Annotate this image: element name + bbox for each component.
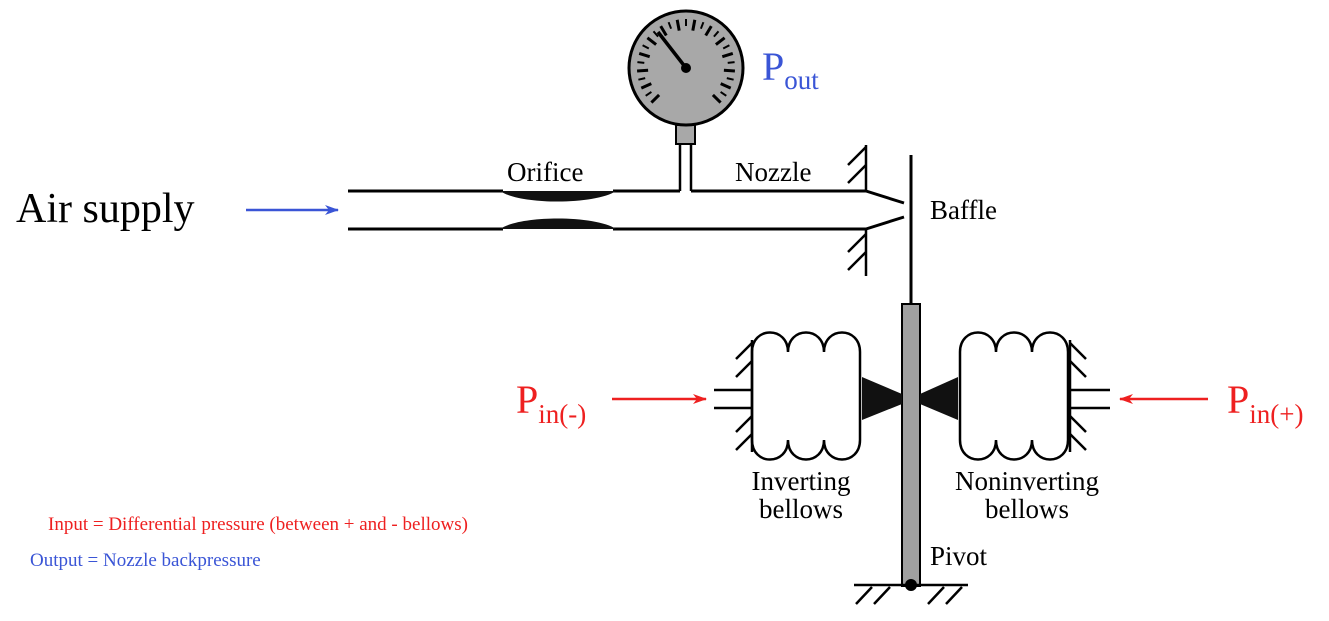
gauge-tick [659, 25, 668, 37]
nozzle-label: Nozzle [735, 157, 811, 187]
inverting-bellows-label-2: bellows [759, 494, 843, 524]
gauge-tick [714, 36, 726, 46]
orifice [500, 191, 616, 229]
supply-pipe [348, 189, 905, 231]
input-note: Input = Differential pressure (between +… [48, 514, 468, 535]
gauge-tick [638, 77, 646, 81]
gauge-tick [691, 19, 697, 31]
gauge-tick [720, 82, 732, 90]
gauge-tap [678, 144, 693, 191]
lever-arm [901, 303, 921, 587]
gauge-tick [721, 51, 734, 59]
air-supply-label: Air supply [16, 186, 195, 232]
pivot [854, 579, 968, 605]
gauge-needle [656, 30, 688, 70]
noninverting-bellows [958, 331, 1110, 461]
noninverting-bellows-link [920, 377, 958, 420]
gauge-tick [650, 93, 661, 104]
nozzle-mount [847, 145, 868, 276]
p-in-plus-label: Pin(+) [1227, 377, 1303, 429]
gauge-tick [711, 93, 722, 104]
gauge-tick [675, 19, 681, 31]
p-in-minus-label: Pin(-) [516, 377, 586, 429]
noninverting-bellows-label-2: bellows [985, 494, 1069, 524]
orifice-label: Orifice [507, 157, 583, 187]
noninverting-bellows-label-1: Noninverting [955, 466, 1099, 496]
gauge-tick [638, 51, 651, 59]
gauge-tick [652, 30, 659, 38]
gauge-tick [722, 44, 730, 50]
inverting-bellows-label-1: Inverting [752, 466, 851, 496]
gauge-tick [727, 61, 735, 64]
p-out-label: Pout [762, 44, 819, 95]
gauge-tick [645, 91, 652, 97]
output-note: Output = Nozzle backpressure [30, 550, 261, 571]
gauge-tick [642, 44, 650, 50]
gauge-tick [637, 61, 645, 64]
gauge-tick [667, 21, 673, 30]
gauge-tick [704, 25, 713, 37]
gauge-tick [726, 77, 734, 81]
pivot-label: Pivot [930, 541, 988, 571]
inverting-bellows-link [862, 377, 902, 420]
gauge-tick [713, 30, 720, 38]
inverting-bellows [714, 331, 862, 461]
pressure-gauge [627, 9, 745, 145]
gauge-tick [637, 68, 649, 73]
gauge-tick [699, 21, 705, 30]
gauge-tick [723, 68, 735, 73]
gauge-tick [640, 82, 652, 90]
baffle-label: Baffle [930, 195, 997, 225]
gauge-tick [646, 36, 658, 46]
gauge-scale [637, 19, 735, 104]
gauge-tick [720, 91, 727, 97]
